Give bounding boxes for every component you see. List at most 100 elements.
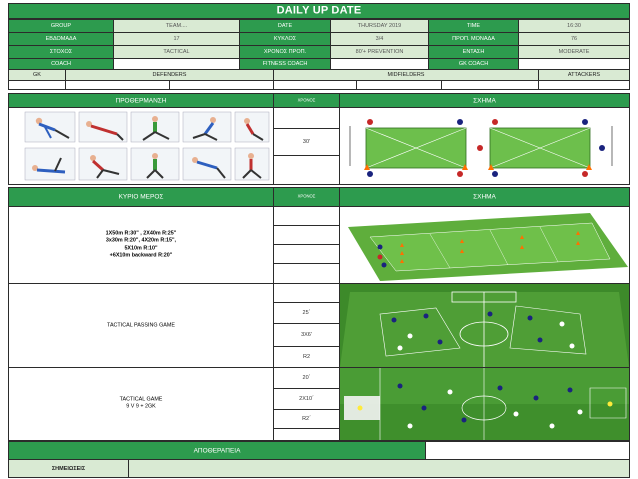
- recovery-value-cell[interactable]: [425, 441, 630, 460]
- drill3-time-bottom[interactable]: [273, 428, 340, 441]
- cone-icon: [364, 164, 592, 170]
- drill3-duration: 20΄: [302, 374, 311, 381]
- drill1-time-cell[interactable]: [273, 244, 340, 264]
- unit-value-cell[interactable]: 76: [518, 32, 630, 46]
- fitness-coach-label: FITNESS COACH: [262, 60, 308, 67]
- cycle-value-cell[interactable]: 3/4: [330, 32, 429, 46]
- unit-label: ΠΡΟΠ. ΜΟΝΑΔΑ: [452, 35, 495, 42]
- stretch-figure-icon: [78, 111, 128, 143]
- drill1-time-cell[interactable]: [273, 225, 340, 245]
- drill2-duration: 25΄: [302, 309, 311, 316]
- warmup-duration: 30': [302, 138, 311, 145]
- notes-label: ΣΗΜΕΙΩΣΕΙΣ: [51, 465, 86, 472]
- drill1-line: +6X10m backward R:20": [109, 252, 173, 259]
- drill2-time-cell[interactable]: 25΄: [273, 302, 340, 324]
- target-value: TACTICAL: [163, 48, 190, 55]
- drill3-description: TACTICAL GAME 9 V 9 + 2GK: [9, 397, 273, 412]
- unit-label-cell: ΠΡΟΠ. ΜΟΝΑΔΑ: [428, 32, 519, 46]
- warmup-time-top[interactable]: [273, 107, 340, 129]
- intensity-label-cell: ΕΝΤΑΣΗ: [428, 45, 519, 59]
- drill1-line: 1X50m R:30" , 2X40m R:25": [105, 230, 177, 237]
- stretch-figure-icon: [24, 111, 76, 143]
- cycle-label: ΚΥΚΛΟΣ: [273, 35, 297, 42]
- drill2-description-cell: TACTICAL PASSING GAME: [8, 283, 274, 368]
- drill1-line: 3x30m R:20", 4X20m R:15",: [105, 237, 177, 244]
- drill3-time-cell[interactable]: 2X10΄: [273, 388, 340, 410]
- stretch-figure-icon: [78, 147, 128, 181]
- target-value-cell[interactable]: TACTICAL: [113, 45, 240, 59]
- main-title-cell: ΚΥΡΙΟ ΜΕΡΟΣ: [8, 187, 274, 207]
- player-icon: [357, 383, 613, 429]
- notes-input[interactable]: [128, 459, 630, 478]
- defender-name-cell[interactable]: [65, 80, 170, 90]
- notes-label-cell: ΣΗΜΕΙΩΣΕΙΣ: [8, 459, 129, 478]
- stretching-exercises-image: [9, 108, 273, 184]
- time-label-cell: TIME: [428, 19, 519, 33]
- duration-value: 80'+ PREVENTION: [355, 48, 404, 55]
- date-value: THURSDAY 2019: [357, 22, 402, 29]
- drill1-time-cell[interactable]: [273, 263, 340, 284]
- week-label: ΕΒΔΟΜΑΔΑ: [45, 35, 77, 42]
- recovery-title: ΑΠΟΘΕΡΑΠΕΙΑ: [193, 446, 241, 454]
- drill3-time-cell[interactable]: 20΄: [273, 367, 340, 389]
- drill1-time-cell[interactable]: [273, 206, 340, 226]
- gk-coach-label: GK COACH: [458, 60, 489, 67]
- sprint-drill-diagram: [340, 207, 629, 283]
- player-icon: [391, 311, 575, 351]
- midfielder-name-cell[interactable]: [441, 80, 539, 90]
- drill1-description: 1X50m R:30" , 2X40m R:25" 3x30m R:20", 4…: [9, 230, 273, 259]
- drill3-time-cell[interactable]: R2΄: [273, 409, 340, 429]
- drill1-scheme-cell: [339, 206, 630, 284]
- drill2-time-top[interactable]: [273, 283, 340, 303]
- stretch-figure-icon: [130, 147, 180, 181]
- warmup-time-label: ΧΡΟΝΟΣ: [297, 97, 316, 103]
- warmup-drill-diagram: [340, 108, 629, 184]
- date-label: DATE: [277, 22, 293, 29]
- week-value-cell[interactable]: 17: [113, 32, 240, 46]
- target-label: ΣΤΟΧΟΣ: [49, 48, 73, 55]
- midfielder-name-cell[interactable]: [356, 80, 442, 90]
- warmup-exercises-cell: [8, 107, 274, 185]
- duration-label-cell: ΧΡΟΝΟΣ ΠΡΟΠ.: [239, 45, 331, 59]
- group-value: TEAM....: [165, 22, 188, 29]
- main-title: ΚΥΡΙΟ ΜΕΡΟΣ: [118, 193, 164, 201]
- intensity-value-cell[interactable]: MODERATE: [518, 45, 630, 59]
- cycle-label-cell: ΚΥΚΛΟΣ: [239, 32, 331, 46]
- defender-name-cell[interactable]: [169, 80, 274, 90]
- stretch-figure-icon: [234, 111, 270, 143]
- stretch-figure-icon: [24, 147, 76, 181]
- drill1-line: 5X10m R:10": [124, 245, 158, 251]
- midfielder-name-cell[interactable]: [273, 80, 357, 90]
- player-icon: [377, 244, 387, 268]
- group-label: GROUP: [50, 22, 72, 29]
- duration-value-cell[interactable]: 80'+ PREVENTION: [330, 45, 429, 59]
- warmup-time-bottom[interactable]: [273, 155, 340, 185]
- drill2-rest: R2: [302, 353, 311, 360]
- attacker-name-cell[interactable]: [538, 80, 630, 90]
- target-label-cell: ΣΤΟΧΟΣ: [8, 45, 114, 59]
- group-value-cell[interactable]: TEAM....: [113, 19, 240, 33]
- cone-icon: [400, 231, 580, 263]
- main-scheme-header: ΣΧΗΜΑ: [339, 187, 630, 207]
- page-title: DAILY UP DATE: [276, 4, 362, 17]
- week-label-cell: ΕΒΔΟΜΑΔΑ: [8, 32, 114, 46]
- group-label-cell: GROUP: [8, 19, 114, 33]
- drill2-time-cell[interactable]: 3X6': [273, 323, 340, 347]
- date-label-cell: DATE: [239, 19, 331, 33]
- duration-label: ΧΡΟΝΟΣ ΠΡΟΠ.: [263, 48, 307, 55]
- date-value-cell[interactable]: THURSDAY 2019: [330, 19, 429, 33]
- drill3-line: 9 V 9 + 2GK: [126, 404, 156, 410]
- time-label: TIME: [466, 22, 481, 29]
- stretch-figure-icon: [234, 147, 270, 181]
- header-bar: DAILY UP DATE: [8, 3, 630, 19]
- drill2-scheme-cell: [339, 283, 630, 368]
- gk-name-cell[interactable]: [8, 80, 66, 90]
- warmup-duration-cell[interactable]: 30': [273, 128, 340, 156]
- drill2-time-cell[interactable]: R2: [273, 346, 340, 368]
- main-time-header: ΧΡΟΝΟΣ: [273, 187, 340, 207]
- time-value-cell[interactable]: 16:30: [518, 19, 630, 33]
- attackers-label: ATTACKERS: [567, 71, 601, 78]
- gk-label: GK: [33, 71, 41, 78]
- drill3-sets: 2X10΄: [299, 395, 314, 402]
